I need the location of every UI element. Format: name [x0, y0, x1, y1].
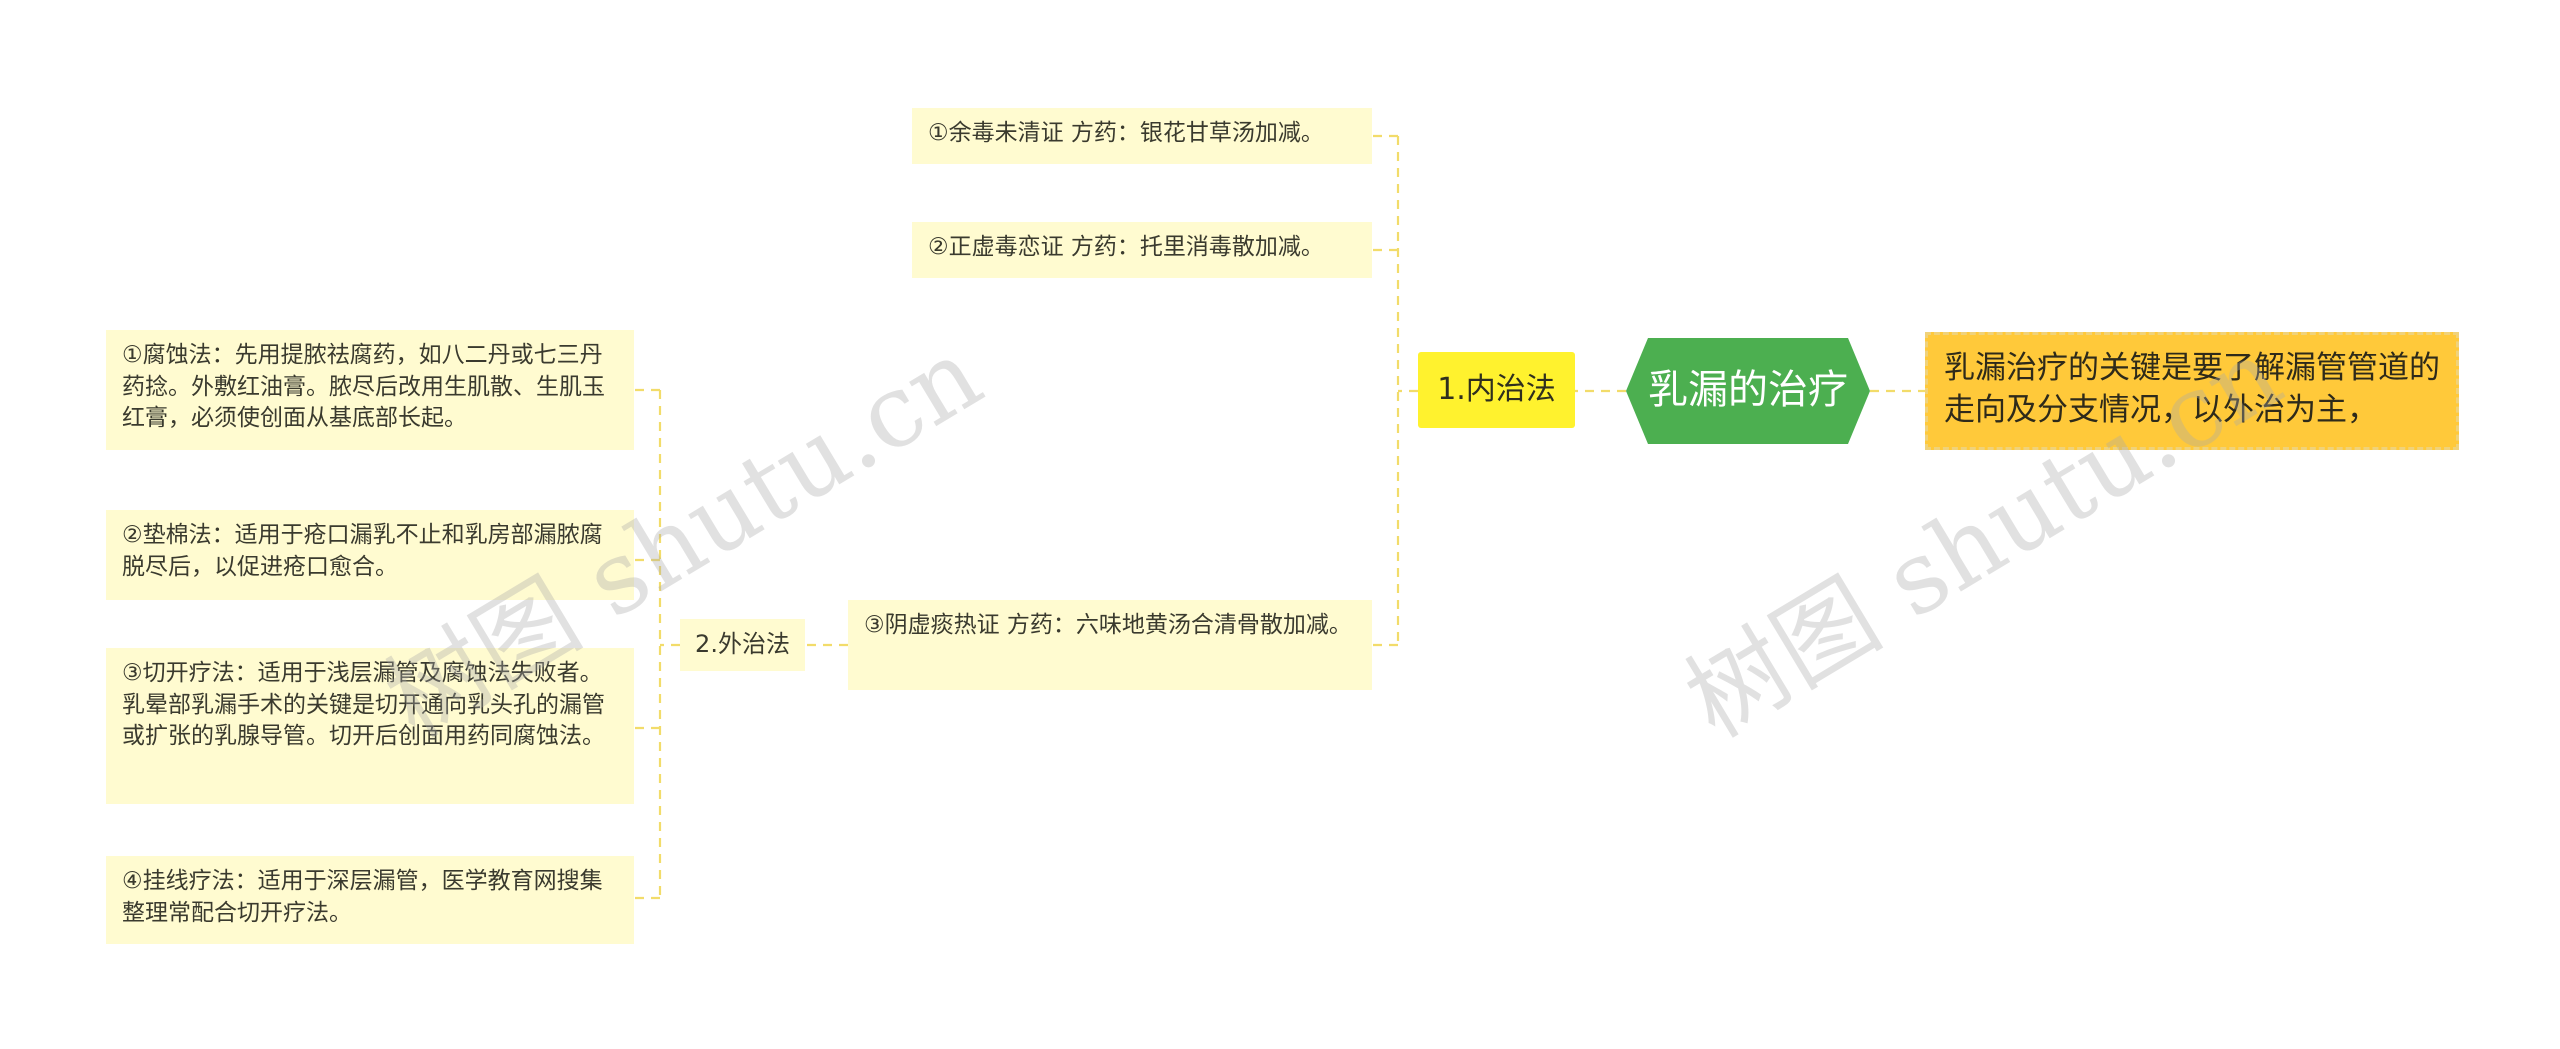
branch-external-treatment[interactable]: 2.外治法 — [680, 619, 805, 671]
root-hexagon-shape — [1626, 338, 1870, 444]
connector-internal-spine — [1396, 136, 1418, 645]
internal-item-2[interactable]: ②正虚毒恋证 方药：托里消毒散加减。 — [912, 222, 1372, 278]
external-item-2-text: ②垫棉法：适用于疮口漏乳不止和乳房部漏脓腐脱尽后，以促进疮口愈合。 — [122, 522, 603, 580]
external-item-4[interactable]: ④挂线疗法：适用于深层漏管，医学教育网搜集整理常配合切开疗法。 — [106, 856, 634, 944]
external-item-3-text: ③切开疗法：适用于浅层漏管及腐蚀法失败者。乳晕部乳漏手术的关键是切开通向乳头孔的… — [122, 660, 605, 750]
internal-item-1[interactable]: ①余毒未清证 方药：银花甘草汤加减。 — [912, 108, 1372, 164]
internal-item-3[interactable]: ③阴虚痰热证 方药：六味地黄汤合清骨散加减。 — [848, 600, 1372, 690]
summary-text: 乳漏治疗的关键是要了解漏管管道的走向及分支情况，以外治为主， — [1944, 350, 2440, 429]
external-item-1[interactable]: ①腐蚀法：先用提脓祛腐药，如八二丹或七三丹药捻。外敷红油膏。脓尽后改用生肌散、生… — [106, 330, 634, 450]
root-label: 乳漏的治疗 — [1648, 367, 1848, 414]
branch-external-label: 2.外治法 — [695, 630, 790, 659]
root-node[interactable]: 乳漏的治疗 — [1626, 338, 1870, 444]
branch-internal-treatment[interactable]: 1.内治法 — [1418, 352, 1575, 428]
internal-item-3-text: ③阴虚痰热证 方药：六味地黄汤合清骨散加减。 — [864, 612, 1352, 638]
external-item-1-text: ①腐蚀法：先用提脓祛腐药，如八二丹或七三丹药捻。外敷红油膏。脓尽后改用生肌散、生… — [122, 342, 605, 432]
connector-external-spine — [658, 390, 680, 898]
internal-item-2-text: ②正虚毒恋证 方药：托里消毒散加减。 — [928, 234, 1324, 260]
internal-item-1-text: ①余毒未清证 方药：银花甘草汤加减。 — [928, 120, 1324, 146]
external-item-2[interactable]: ②垫棉法：适用于疮口漏乳不止和乳房部漏脓腐脱尽后，以促进疮口愈合。 — [106, 510, 634, 600]
external-item-3[interactable]: ③切开疗法：适用于浅层漏管及腐蚀法失败者。乳晕部乳漏手术的关键是切开通向乳头孔的… — [106, 648, 634, 804]
branch-internal-label: 1.内治法 — [1437, 372, 1556, 408]
external-item-4-text: ④挂线疗法：适用于深层漏管，医学教育网搜集整理常配合切开疗法。 — [122, 868, 603, 926]
summary-note[interactable]: 乳漏治疗的关键是要了解漏管管道的走向及分支情况，以外治为主， — [1925, 332, 2459, 450]
